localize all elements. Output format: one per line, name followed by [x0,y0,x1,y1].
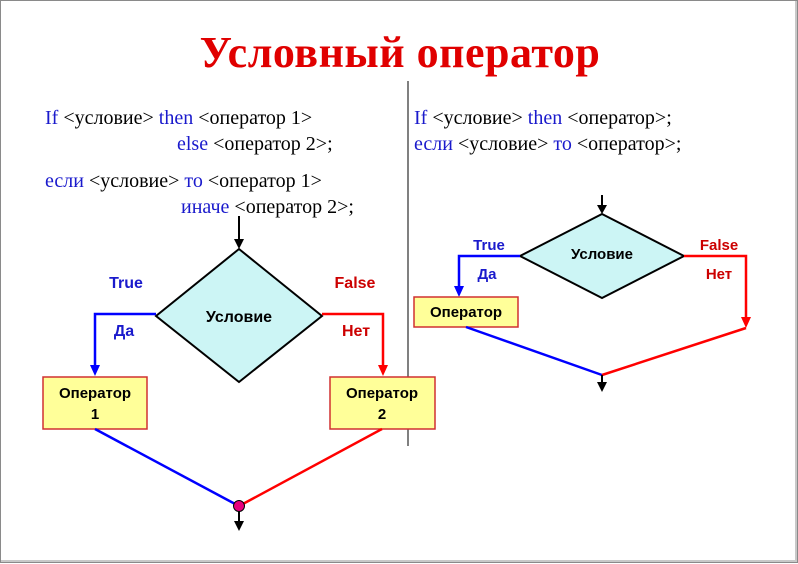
merge-line-true [465,325,603,377]
decision-label: Условие [206,309,272,326]
operator-2-number: 2 [378,406,386,423]
keyword-to: то [553,133,572,155]
true-arrowhead [454,286,464,297]
exit-arrowhead [597,382,607,392]
operator-label: Оператор [430,304,502,321]
decision-label: Условие [571,246,633,263]
keyword-then: then [527,107,563,129]
syntax-right-line-2: если <условие> то <оператор>; [414,133,681,156]
entry-arrowhead [234,239,244,249]
true-label: True [473,237,505,254]
exit-arrowhead [234,521,244,531]
code-text: <условие> [58,107,159,129]
keyword-else: else [177,133,209,155]
operator-2-box [329,376,436,430]
merge-line-false [240,427,383,507]
keyword-if: If [45,107,59,129]
true-branch-line [457,254,520,288]
code-text: <оператор 1> [202,170,322,192]
yes-label: Да [114,323,134,340]
code-text: <условие> [452,133,554,155]
operator-1-label: Оператор [59,385,131,402]
syntax-right-line-1: If <условие> then <оператор>; [414,107,672,130]
keyword-to: то [184,170,203,192]
code-text: <оператор>; [571,133,682,155]
decision-diamond [154,247,324,384]
no-label: Нет [342,323,370,340]
code-text: <оператор 2>; [208,133,333,155]
entry-arrowhead [597,205,607,214]
keyword-esli: если [45,170,84,192]
code-text: <оператор 2>; [229,196,354,218]
flowchart-if-short: Условие True Да False Нет Оператор [413,195,751,392]
merge-point [233,500,245,512]
true-branch-line [93,312,156,367]
syntax-left-line-1: If <условие> then <оператор 1> [45,107,312,130]
code-text: <оператор 1> [193,107,313,129]
syntax-left-line-3: если <условие> то <оператор 1> [45,170,322,193]
operator-1-number: 1 [91,406,99,423]
keyword-if: If [414,107,428,129]
slide-title: Условный оператор [199,28,601,77]
syntax-left-line-4: иначе <оператор 2>; [181,196,354,219]
no-label: Нет [706,266,732,283]
false-arrowhead [378,365,388,376]
yes-label: Да [477,266,497,283]
decision-diamond [517,212,687,300]
operator-1-box [42,376,148,430]
false-branch-line [322,312,385,367]
code-text: <условие> [83,170,185,192]
keyword-then: then [158,107,194,129]
merge-line-false [601,326,747,377]
code-text: <условие> [427,107,528,129]
true-arrowhead [90,365,100,376]
flowchart-if-else: Условие True Да False Нет Оператор 1 Опе… [42,216,436,531]
false-branch-line [684,254,748,319]
keyword-inache: иначе [181,196,230,218]
operator-box [413,296,519,328]
operator-2-label: Оператор [346,385,418,402]
true-label: True [109,275,143,292]
false-label: False [700,237,738,254]
syntax-left-line-2: else <оператор 2>; [177,133,333,156]
keyword-esli: если [414,133,453,155]
false-arrowhead [741,317,751,328]
merge-line-true [94,427,238,507]
false-label: False [335,275,376,292]
code-text: <оператор>; [562,107,672,129]
